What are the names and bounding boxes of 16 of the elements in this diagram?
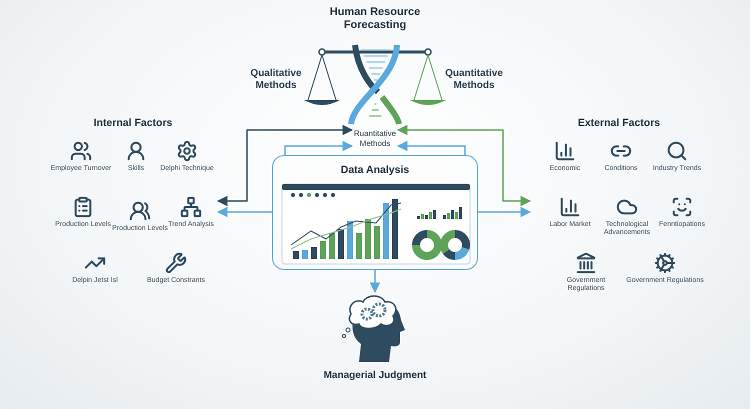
method-label: Ruantitative Methods [352,126,398,152]
connector-arrow [216,124,354,206]
connector-arrow [284,140,354,155]
connector-arrow [216,206,272,218]
connector-arrow [370,270,380,294]
connector-arrow [396,124,532,206]
group-heading: External Factors [576,117,662,129]
group-heading: Internal Factors [92,117,174,129]
connector-arrow [396,140,466,155]
method-label: Quantitative Methods [444,68,504,92]
diagram-title: Human Resource Forecasting [328,6,422,32]
frame-heading: Data Analysis [340,164,410,176]
node-label: Managerial Judgment [324,370,426,381]
connector-arrow [478,206,532,218]
data-analysis-frame [272,155,478,270]
method-label: Qualitative Methods [249,68,303,92]
